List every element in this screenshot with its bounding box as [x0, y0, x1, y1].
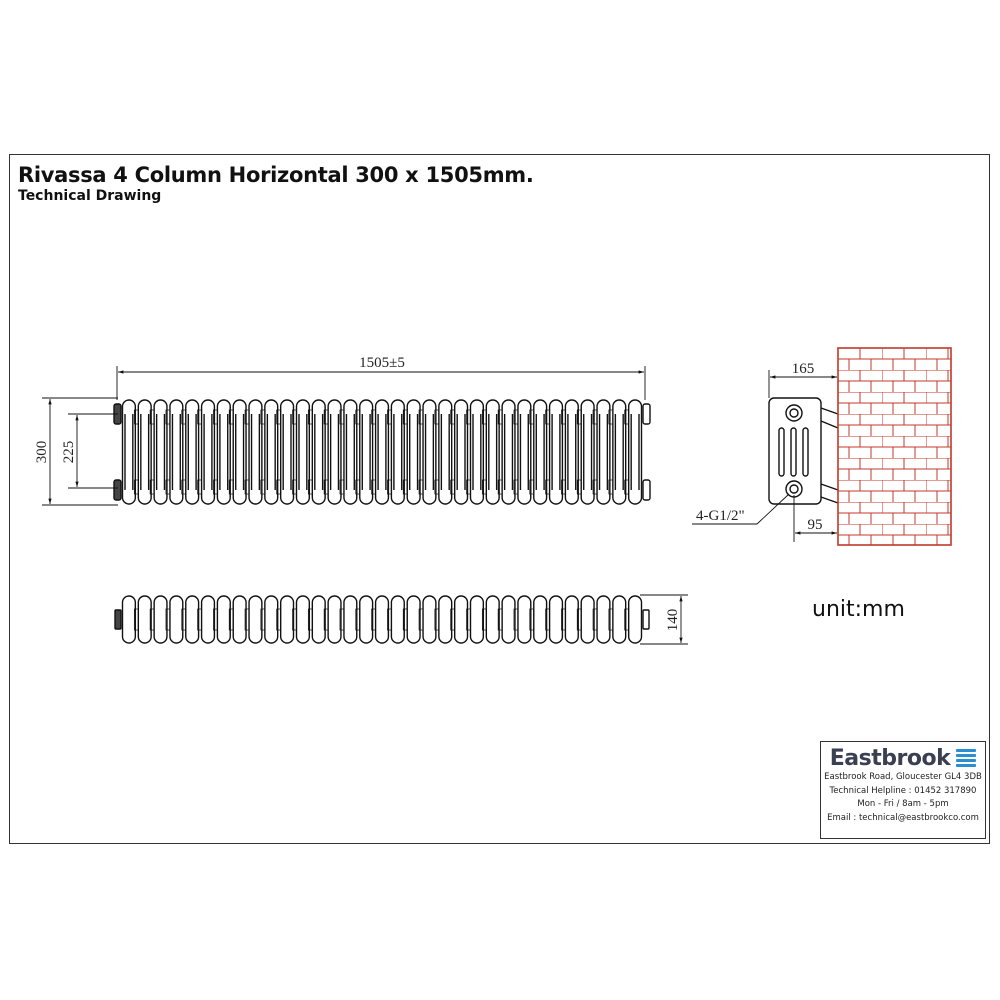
wall-to-pipe-dimension-label: 95 — [808, 517, 823, 533]
connection-size-label: 4-G1/2" — [696, 508, 745, 524]
drawing-subtitle: Technical Drawing — [18, 188, 162, 204]
projection-dimension-label: 165 — [792, 361, 815, 377]
waves-icon — [956, 749, 977, 767]
brick-wall — [837, 347, 952, 546]
front-dimensions — [42, 366, 646, 506]
drawing-frame — [9, 154, 990, 844]
unit-label: unit:mm — [812, 597, 905, 622]
brand-logo: Eastbrook — [821, 745, 985, 771]
depth-dimension-label: 140 — [665, 609, 681, 632]
front-view — [113, 399, 651, 505]
top-dimensions — [640, 594, 688, 645]
centres-dimension-label: 225 — [61, 441, 77, 464]
brand-info-box: Eastbrook Eastbrook Road, Gloucester GL4… — [820, 741, 986, 839]
side-dimensions — [692, 370, 837, 542]
height-dimension-label: 300 — [34, 441, 50, 464]
side-view — [768, 397, 839, 505]
brand-email[interactable]: Email : technical@eastbrookco.com — [827, 812, 979, 823]
brand-hours: Mon - Fri / 8am - 5pm — [857, 799, 949, 809]
brand-name: Eastbrook — [829, 745, 951, 771]
top-view — [114, 595, 650, 644]
width-dimension-label: 1505±5 — [359, 355, 405, 371]
drawing-title: Rivassa 4 Column Horizontal 300 x 1505mm… — [18, 163, 534, 187]
brand-address: Eastbrook Road, Gloucester GL4 3DB — [824, 772, 982, 782]
brand-helpline: Technical Helpline : 01452 317890 — [829, 785, 977, 796]
